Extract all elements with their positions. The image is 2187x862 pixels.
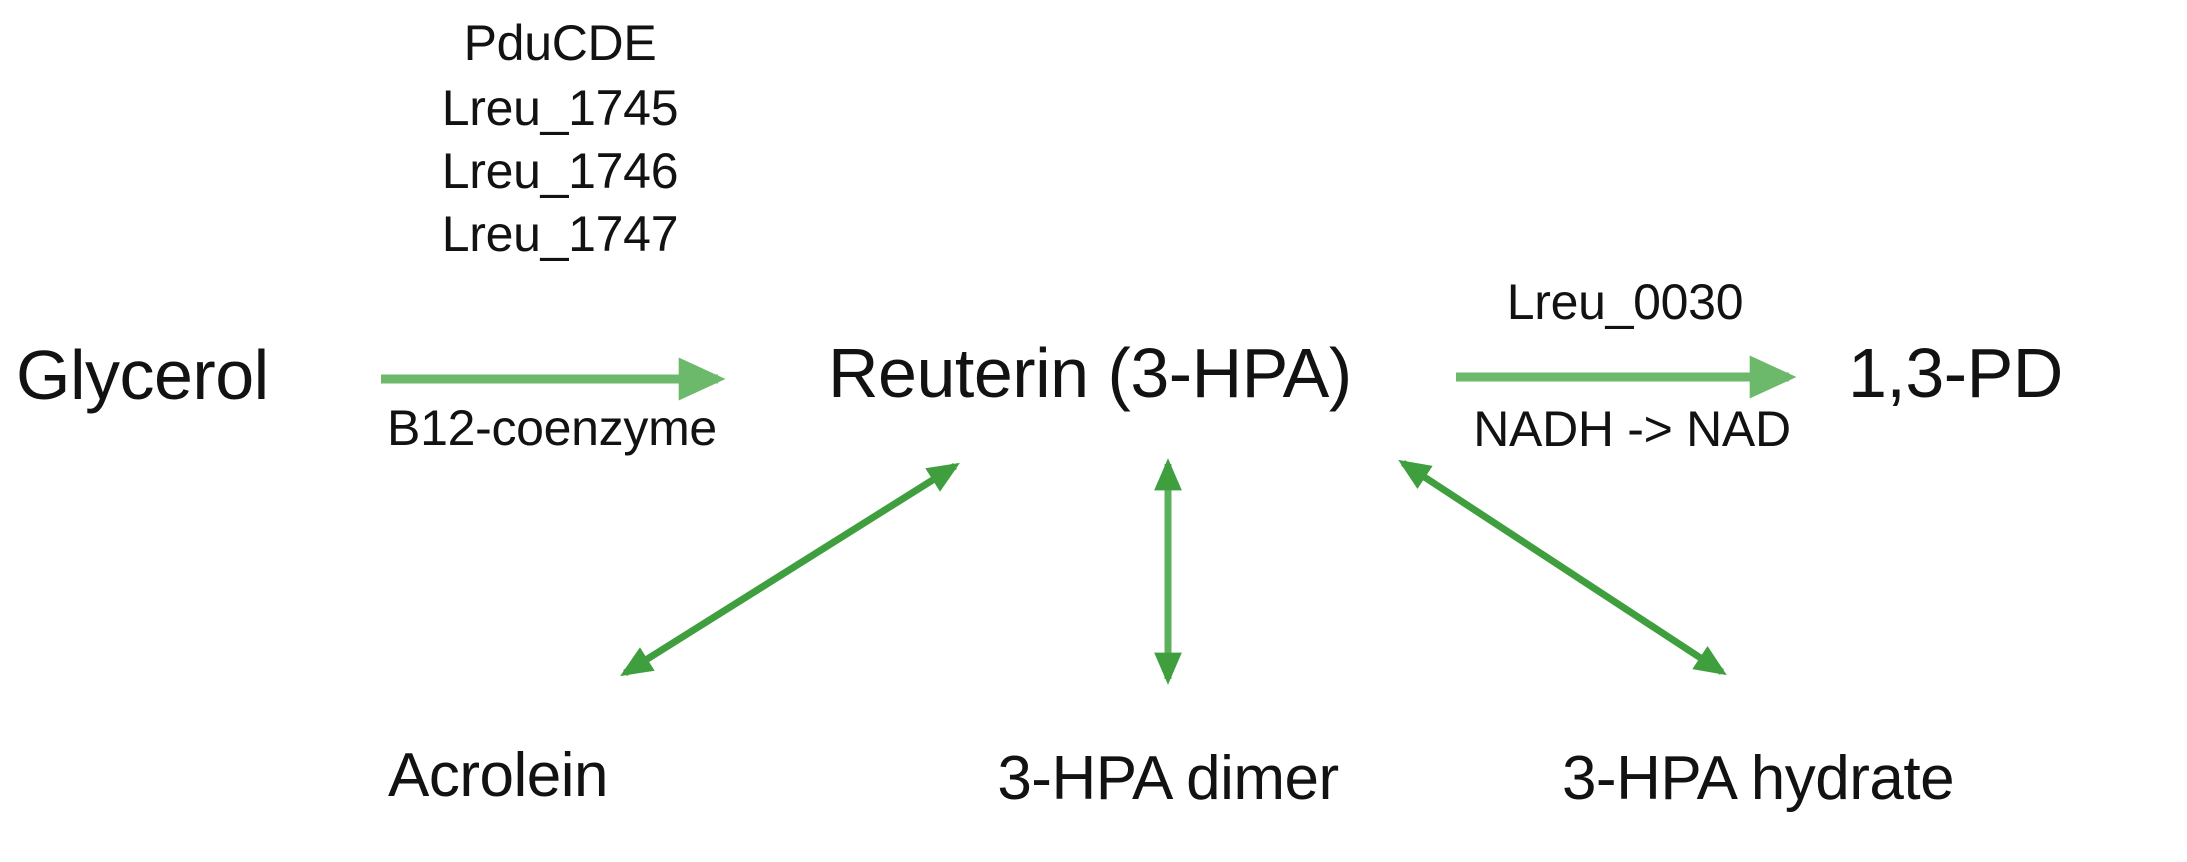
cofactor-label-b12-coenzyme: B12-coenzyme — [387, 400, 717, 456]
node-propanediol: 1,3-PD — [1848, 334, 2063, 412]
node-glycerol: Glycerol — [16, 336, 269, 414]
enzyme-label-lreu-1745: Lreu_1745 — [441, 80, 679, 136]
node-hpa-hydrate: 3-HPA hydrate — [1561, 744, 1955, 813]
node-reuterin: Reuterin (3-HPA) — [828, 334, 1352, 412]
enzyme-label-lreu-1747: Lreu_1747 — [441, 206, 679, 262]
arrow-reuterin-to-acrolein — [620, 462, 960, 677]
node-acrolein: Acrolein — [388, 741, 609, 810]
enzyme-label-pducde: PduCDE — [463, 15, 657, 71]
enzyme-label-lreu-0030: Lreu_0030 — [1506, 274, 1744, 330]
arrow-reuterin-to-hpa-hydrate — [1398, 459, 1727, 676]
cofactor-label-nadh-nad: NADH -> NAD — [1473, 401, 1791, 457]
node-hpa-dimer: 3-HPA dimer — [997, 744, 1339, 813]
enzyme-label-lreu-1746: Lreu_1746 — [441, 143, 679, 199]
